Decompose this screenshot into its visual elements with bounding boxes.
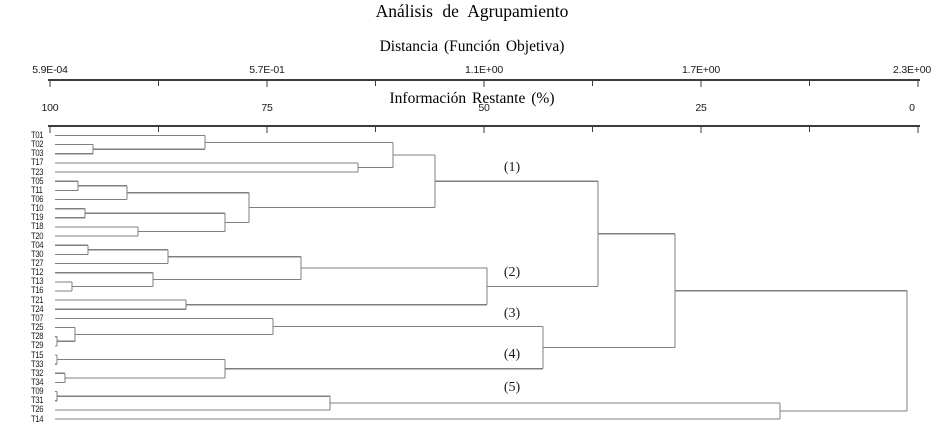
leaf-label: T28 [31,331,44,342]
leaf-label: T25 [31,322,44,333]
info-axis-tick-label: 0 [909,102,915,114]
distance-axis-tick-label: 1.1E+00 [464,64,503,76]
leaf-label: T30 [31,248,44,259]
leaf-label: T21 [31,294,44,305]
distance-axis-tick-label: 2.3E+00 [892,64,931,76]
info-axis-tick-label: 75 [261,102,273,114]
distance-axis-tick-label: 1.7E+00 [681,64,720,76]
leaf-label: T24 [31,303,44,314]
leaf-label: T17 [31,157,44,168]
leaf-label: T23 [31,166,44,177]
distance-axis-tick-label: 5.7E-01 [249,64,285,76]
leaf-label: T12 [31,267,44,278]
leaf-label: T31 [31,395,44,406]
info-axis-tick-label: 100 [41,102,59,114]
leaf-label: T29 [31,340,44,351]
leaf-label: T27 [31,258,44,269]
leaf-label: T18 [31,221,44,232]
leaf-label: T05 [31,175,44,186]
leaf-label: T26 [31,404,44,415]
leaf-label: T09 [31,386,44,397]
leaf-label: T16 [31,285,44,296]
leaf-label: T13 [31,276,44,287]
cluster-annotation: (5) [503,380,521,395]
leaf-label: T19 [31,212,44,223]
leaf-label: T20 [31,230,44,241]
leaf-label: T02 [31,139,44,150]
info-axis-title: Información Restante (%) [389,90,555,107]
cluster-annotation: (4) [503,347,521,362]
distance-axis-title: Distancia (Función Objetiva) [379,38,565,55]
distance-axis-tick-label: 5.9E-04 [32,64,68,76]
chart-title: Análisis de Agrupamiento [375,1,569,21]
info-axis-tick-label: 50 [478,102,490,114]
leaf-label: T10 [31,203,44,214]
info-axis-tick-label: 25 [695,102,707,114]
leaf-label: T33 [31,358,44,369]
leaf-label: T07 [31,312,44,323]
leaf-label: T01 [31,130,44,140]
cluster-annotation: (3) [503,306,521,321]
cluster-annotation: (2) [503,265,521,280]
leaf-label: T03 [31,148,44,159]
leaf-label: T06 [31,194,44,205]
leaf-label: T04 [31,239,44,250]
leaf-label: T14 [31,413,44,423]
cluster-annotation: (1) [503,160,521,175]
leaf-label: T15 [31,349,44,360]
leaf-label: T34 [31,376,44,387]
leaf-label: T11 [31,184,43,195]
leaf-label: T32 [31,367,44,378]
